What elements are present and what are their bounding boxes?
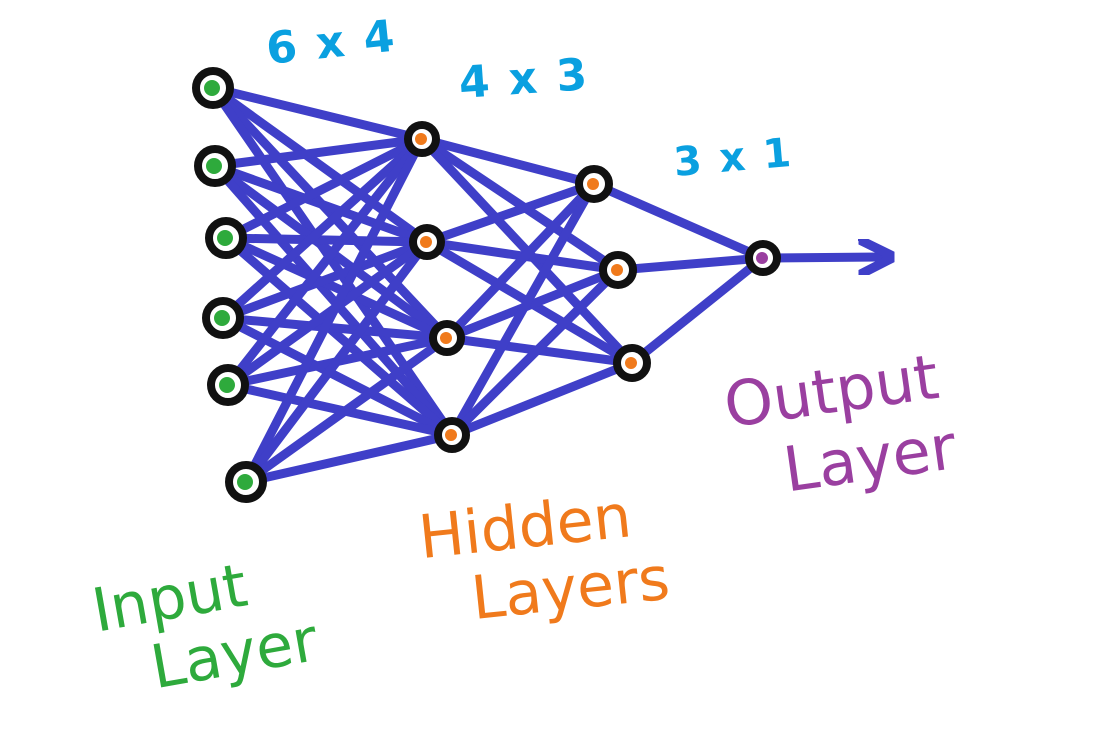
node-hidden1-3 (429, 320, 465, 356)
edge-input-3-to-hidden1-1 (221, 134, 427, 243)
edge-hidden1-2-to-hidden2-1 (422, 179, 599, 247)
node-output-1 (745, 240, 781, 276)
node-fill-dot (206, 158, 222, 174)
output-arrow (765, 257, 880, 258)
node-hidden1-2 (409, 224, 445, 260)
edge-hidden2-2-to-output-1 (613, 253, 768, 275)
connection-edges (208, 83, 768, 487)
edge-hidden1-1-to-hidden2-2 (417, 134, 623, 275)
edge-hidden2-3-to-output-1 (627, 253, 768, 368)
edge-input-3-to-hidden1-2 (221, 233, 432, 247)
node-fill-dot (625, 357, 637, 369)
edge-input-1-to-hidden1-3 (208, 83, 452, 343)
edge-input-1-to-hidden1-1 (208, 83, 427, 144)
node-fill-dot (415, 133, 427, 145)
node-fill-dot (214, 310, 230, 326)
edge-input-5-to-hidden1-1 (223, 134, 427, 390)
edge-hidden1-4-to-hidden2-3 (447, 358, 637, 440)
edge-hidden1-4-to-hidden2-1 (447, 179, 599, 440)
edge-input-4-to-hidden1-1 (218, 134, 427, 323)
node-fill-dot (420, 236, 432, 248)
node-hidden1-1 (404, 121, 440, 157)
edge-input-4-to-hidden1-2 (218, 237, 432, 323)
edge-hidden1-1-to-hidden2-1 (417, 134, 599, 189)
weight-shape-label-hidden2-output: 3 x 1 (672, 130, 795, 186)
node-input-5 (207, 364, 249, 406)
edge-input-2-to-hidden1-4 (210, 161, 457, 440)
node-hidden2-3 (613, 344, 651, 382)
edge-input-2-to-hidden1-1 (210, 134, 427, 171)
node-fill-dot (219, 377, 235, 393)
output-layer-label: Output Layer (720, 340, 961, 507)
node-fill-dot (440, 332, 452, 344)
node-hidden1-4 (434, 417, 470, 453)
node-fill-dot (445, 429, 457, 441)
node-input-2 (194, 145, 236, 187)
node-fill-dot (587, 178, 599, 190)
node-input-1 (192, 67, 234, 109)
edge-input-1-to-hidden1-2 (208, 83, 432, 247)
network-nodes (192, 67, 781, 503)
edge-input-3-to-hidden1-3 (221, 233, 452, 343)
edge-input-6-to-hidden1-3 (241, 333, 452, 487)
edge-input-6-to-hidden1-2 (241, 237, 432, 487)
node-fill-dot (204, 80, 220, 96)
node-fill-dot (611, 264, 623, 276)
edge-hidden2-1-to-output-1 (589, 179, 768, 263)
edge-input-1-to-hidden1-4 (208, 83, 457, 440)
node-input-4 (202, 297, 244, 339)
node-hidden2-2 (599, 251, 637, 289)
edge-hidden1-3-to-hidden2-1 (442, 179, 599, 343)
node-input-6 (225, 461, 267, 503)
weight-shape-label-hidden1-hidden2: 4 x 3 (457, 49, 590, 109)
edge-input-3-to-hidden1-4 (221, 233, 457, 440)
edge-input-6-to-hidden1-1 (241, 134, 427, 487)
node-fill-dot (756, 252, 768, 264)
node-fill-dot (217, 230, 233, 246)
hidden-layers-label: Hidden Layers (416, 481, 673, 634)
edge-input-6-to-hidden1-4 (241, 430, 457, 487)
input-layer-label: Input Layer (87, 551, 323, 704)
weight-shape-label-input-hidden1: 6 x 4 (264, 11, 399, 75)
node-hidden2-1 (575, 165, 613, 203)
edge-hidden1-4-to-hidden2-2 (447, 265, 623, 440)
edge-input-2-to-hidden1-2 (210, 161, 432, 247)
edge-input-4-to-hidden1-3 (218, 313, 452, 343)
node-fill-dot (237, 474, 253, 490)
node-input-3 (205, 217, 247, 259)
edge-hidden1-3-to-hidden2-2 (442, 265, 623, 343)
